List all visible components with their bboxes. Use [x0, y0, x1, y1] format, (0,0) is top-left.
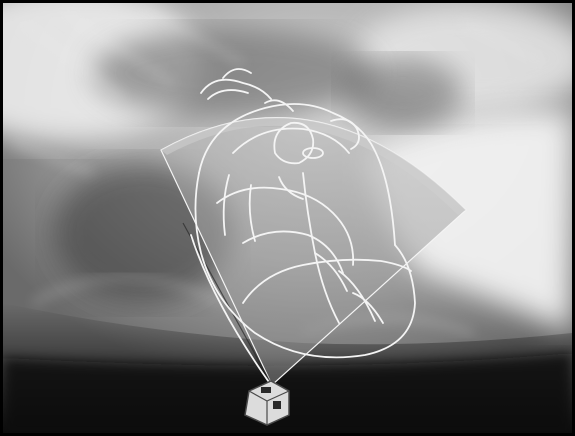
- radiograph-illustration: [3, 3, 572, 433]
